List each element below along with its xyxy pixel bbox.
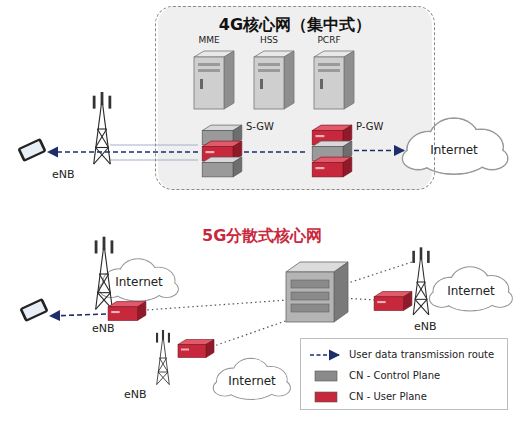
- legend-text: User data transmission route: [349, 349, 494, 360]
- station-label: eNB: [92, 322, 115, 335]
- legend-swatch: [307, 370, 343, 382]
- internet-cloud: Internet: [434, 270, 508, 312]
- node-label: S-GW: [246, 121, 274, 132]
- node-label: Internet: [430, 143, 478, 157]
- node-label: MME: [178, 35, 240, 45]
- legend-row: CN - User Plane: [307, 386, 501, 407]
- server-node: HSS: [238, 35, 300, 113]
- frame-title: 4G核心网（集中式）: [156, 15, 434, 36]
- legend-text: CN - Control Plane: [349, 370, 440, 381]
- legend-swatch: [307, 391, 343, 403]
- legend-line-sample: [307, 349, 343, 361]
- legend-row: CN - Control Plane: [307, 365, 501, 386]
- legend-text: CN - User Plane: [349, 391, 427, 402]
- section-title: 5G分散式核心网: [202, 226, 322, 247]
- node-label: Internet: [228, 374, 276, 388]
- gateway-stack: P-GW: [306, 125, 354, 179]
- station-label: eNB: [414, 320, 437, 333]
- data-route: [244, 151, 306, 153]
- internet-cloud: Internet: [104, 262, 174, 302]
- node-label: Internet: [447, 284, 495, 298]
- core-network-frame: 4G核心网（集中式）MMEHSSPCRF S-GW P-GW: [155, 6, 435, 190]
- server-node: MME: [178, 35, 240, 113]
- legend-box: User data transmission route CN - Control…: [300, 338, 508, 410]
- internet-cloud: Internet: [218, 362, 286, 400]
- data-route: [354, 150, 404, 152]
- internet-cloud: Internet: [404, 124, 504, 176]
- legend-row: User data transmission route: [307, 344, 501, 365]
- node-label: Internet: [115, 275, 163, 289]
- server-node: PCRF: [298, 35, 360, 113]
- node-label: PCRF: [298, 35, 360, 45]
- node-label: P-GW: [356, 121, 383, 132]
- gateway-stack: S-GW: [196, 125, 244, 179]
- station-label: eNB: [52, 168, 75, 181]
- node-label: HSS: [238, 35, 300, 45]
- station-label: eNB: [124, 388, 147, 401]
